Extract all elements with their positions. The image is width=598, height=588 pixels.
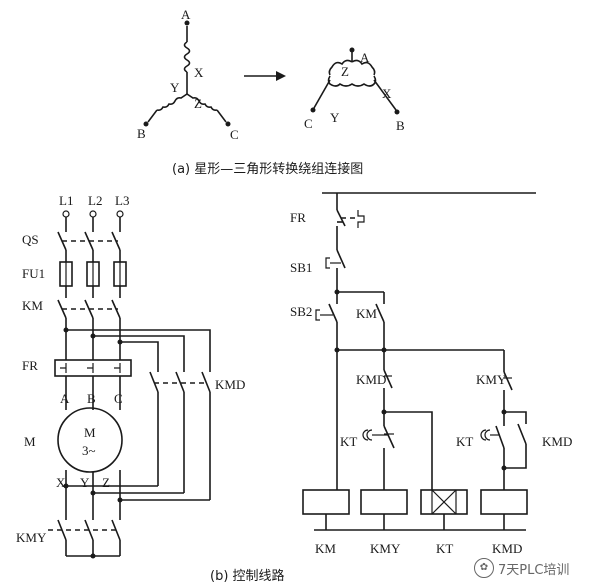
label-kmd-contact: KMD <box>356 372 386 387</box>
coil-label-kmd: KMD <box>492 541 522 556</box>
label-qs: QS <box>22 232 39 247</box>
label-km: KM <box>22 298 43 313</box>
label-sb2: SB2 <box>290 304 312 319</box>
control-circuit: FR SB1 SB2 KM KMD <box>290 192 572 556</box>
star-label-x: X <box>194 65 204 80</box>
delta-label-c: C <box>304 116 313 131</box>
label-kmy-power: KMY <box>16 530 47 545</box>
label-sb1: SB1 <box>290 260 312 275</box>
coil-kmy <box>360 489 408 515</box>
delta-connection: A Z X Y C B <box>304 47 405 133</box>
label-x: X <box>56 475 66 490</box>
delta-label-z: Z <box>341 64 349 79</box>
transform-arrow <box>244 71 286 81</box>
coil-label-kmy: KMY <box>370 541 401 556</box>
label-fr: FR <box>22 358 38 373</box>
caption-a: (a) 星形—三角形转换绕组连接图 <box>172 161 363 177</box>
coil-km <box>302 489 350 515</box>
label-y: Y <box>80 475 90 490</box>
label-a: A <box>60 391 70 406</box>
label-fu1: FU1 <box>22 266 45 281</box>
label-kmd-right: KMD <box>542 434 572 449</box>
label-fr-control: FR <box>290 210 306 225</box>
star-label-c: C <box>230 127 239 142</box>
label-l1: L1 <box>59 193 73 208</box>
star-label-y: Y <box>170 80 180 95</box>
label-m: M <box>24 434 36 449</box>
delta-label-a: A <box>360 50 370 65</box>
star-label-b: B <box>137 126 146 141</box>
label-l2: L2 <box>88 193 102 208</box>
coil-kmd <box>480 489 528 515</box>
watermark-text: 7天PLC培训 <box>498 562 570 578</box>
wechat-icon: ✿ <box>474 558 494 578</box>
delta-label-b: B <box>396 118 405 133</box>
coil-label-km: KM <box>315 541 336 556</box>
label-kmd-power: KMD <box>215 377 245 392</box>
label-z: Z <box>102 475 110 490</box>
coil-label-kt: KT <box>436 541 453 556</box>
label-km-contact: KM <box>356 306 377 321</box>
watermark: ✿ 7天PLC培训 <box>474 557 569 579</box>
star-label-z: Z <box>194 96 202 111</box>
label-c: C <box>114 391 123 406</box>
label-b: B <box>87 391 96 406</box>
star-connection: A B C X Y Z <box>137 7 239 142</box>
star-label-a: A <box>181 7 191 22</box>
motor-type: 3~ <box>82 443 96 458</box>
label-kmy-contact: KMY <box>476 372 507 387</box>
delta-label-y: Y <box>330 110 340 125</box>
label-kt-right: KT <box>456 434 473 449</box>
motor-circle <box>57 407 123 473</box>
caption-b: (b) 控制线路 <box>210 568 285 584</box>
motor-m: M <box>84 425 96 440</box>
delta-label-x: X <box>382 86 392 101</box>
label-kt-left: KT <box>340 434 357 449</box>
label-l3: L3 <box>115 193 129 208</box>
power-circuit: L1 L2 L3 QS FU1 KM <box>16 193 245 559</box>
